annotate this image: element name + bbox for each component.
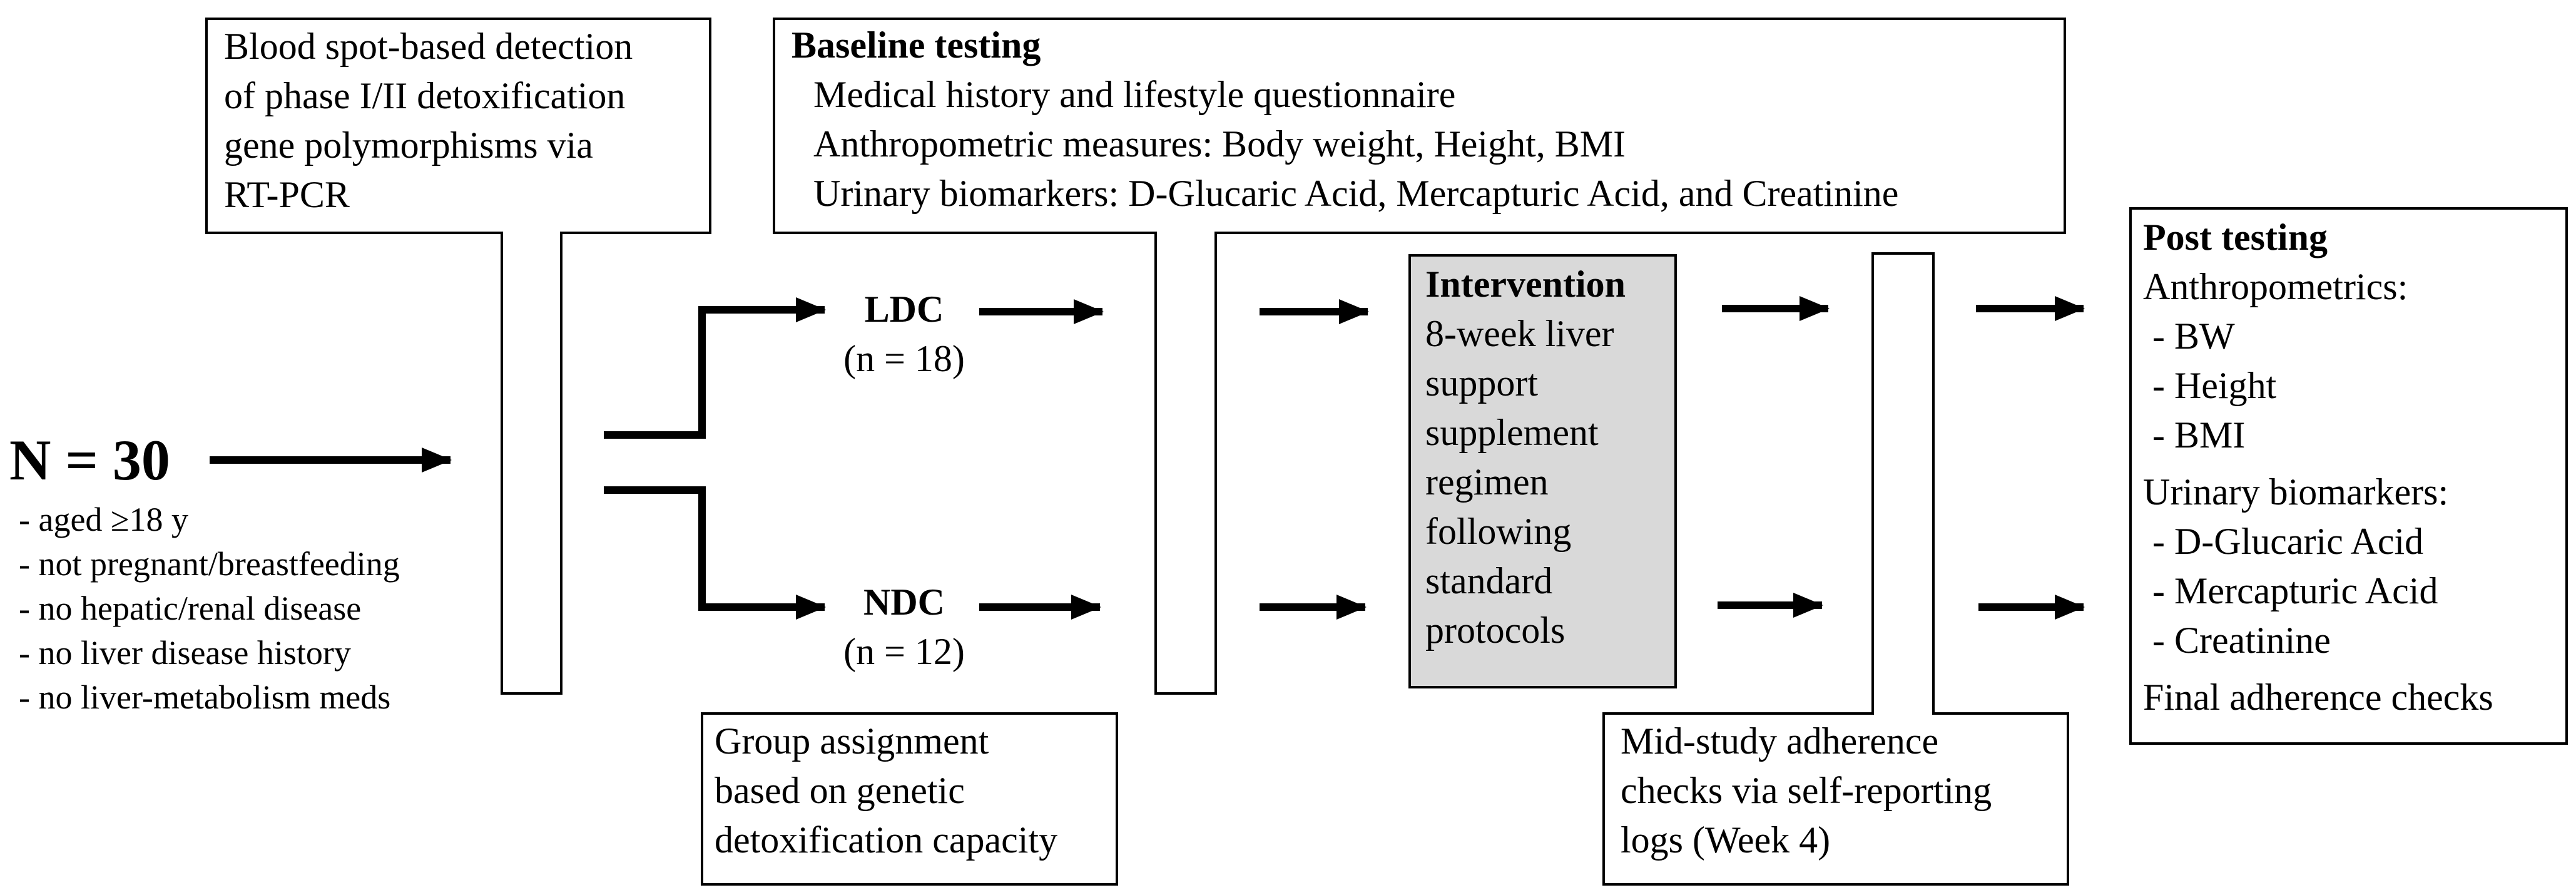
- baseline-text: Baseline testing Medical history and lif…: [792, 21, 1898, 218]
- intervention-line: support: [1425, 362, 1538, 404]
- genotyping-line: gene polymorphisms via: [224, 125, 593, 166]
- total-participants: N = 30: [9, 428, 170, 492]
- ndc-count: (n = 12): [843, 631, 965, 672]
- assignment-box: [701, 712, 1118, 886]
- assignment-line: Group assignment: [715, 720, 989, 762]
- ldc-count: (n = 18): [843, 338, 965, 379]
- midstudy-line: logs (Week 4): [1621, 819, 1831, 861]
- midstudy-line: checks via self-reporting: [1621, 770, 1992, 811]
- post-testing-text: Post testing Anthropometrics: - BW - Hei…: [2143, 213, 2493, 722]
- assignment-line: based on genetic: [715, 770, 965, 811]
- post-anthro-item: - Height: [2143, 365, 2277, 406]
- criterion-item: - no liver-metabolism meds: [19, 678, 391, 716]
- midstudy-line: Mid-study adherence: [1621, 720, 1939, 762]
- baseline-title: Baseline testing: [792, 24, 1041, 66]
- intervention-line: protocols: [1425, 610, 1565, 651]
- intervention-line: supplement: [1425, 412, 1599, 453]
- assignment-line: detoxification capacity: [715, 819, 1058, 861]
- baseline-callout-box: [773, 18, 2066, 695]
- intervention-line: following: [1425, 511, 1572, 552]
- split-connector-ldc: [604, 297, 826, 439]
- intervention-line: regimen: [1425, 461, 1549, 503]
- post-urinary-item: - Mercapturic Acid: [2143, 570, 2438, 611]
- assignment-text: Group assignment based on genetic detoxi…: [715, 717, 1057, 865]
- genotyping-line: of phase I/II detoxification: [224, 75, 626, 116]
- post-anthro-heading: Anthropometrics:: [2143, 266, 2408, 307]
- criterion-item: - no hepatic/renal disease: [19, 590, 362, 627]
- intervention-box: [1408, 254, 1677, 688]
- post-urinary-item: - Creatinine: [2143, 620, 2331, 661]
- genotyping-text: Blood spot-based detection of phase I/II…: [224, 22, 633, 220]
- ndc-label: NDC: [863, 581, 945, 623]
- midstudy-text: Mid-study adherence checks via self-repo…: [1621, 717, 1992, 865]
- split-connector-ndc: [604, 486, 826, 620]
- midstudy-callout-box: [1602, 252, 2069, 886]
- post-urinary-heading: Urinary biomarkers:: [2143, 471, 2449, 513]
- post-testing-box: [2129, 207, 2568, 745]
- intervention-line: 8-week liver: [1425, 313, 1614, 354]
- genotyping-callout-box: [205, 18, 711, 695]
- post-urinary-item: - D-Glucaric Acid: [2143, 521, 2424, 562]
- criterion-item: - aged ≥18 y: [19, 501, 189, 538]
- ldc-group: LDC (n = 18): [813, 285, 995, 384]
- post-final-checks: Final adherence checks: [2143, 677, 2493, 718]
- baseline-line: Medical history and lifestyle questionna…: [813, 74, 1456, 115]
- baseline-line: Urinary biomarkers: D-Glucaric Acid, Mer…: [813, 173, 1899, 214]
- genotyping-line: RT-PCR: [224, 174, 350, 215]
- post-anthro-item: - BMI: [2143, 414, 2246, 456]
- ndc-group: NDC (n = 12): [813, 578, 995, 677]
- genotyping-line: Blood spot-based detection: [224, 26, 633, 67]
- criterion-item: - not pregnant/breastfeeding: [19, 545, 400, 583]
- criterion-item: - no liver disease history: [19, 634, 351, 672]
- post-title: Post testing: [2143, 217, 2328, 258]
- post-anthro-item: - BW: [2143, 315, 2235, 357]
- baseline-line: Anthropometric measures: Body weight, He…: [813, 123, 1626, 165]
- intervention-title: Intervention: [1425, 263, 1626, 305]
- intervention-text: Intervention 8-week liver support supple…: [1425, 260, 1626, 655]
- inclusion-criteria: - aged ≥18 y - not pregnant/breastfeedin…: [19, 498, 400, 720]
- intervention-line: standard: [1425, 560, 1553, 601]
- ldc-label: LDC: [864, 289, 944, 330]
